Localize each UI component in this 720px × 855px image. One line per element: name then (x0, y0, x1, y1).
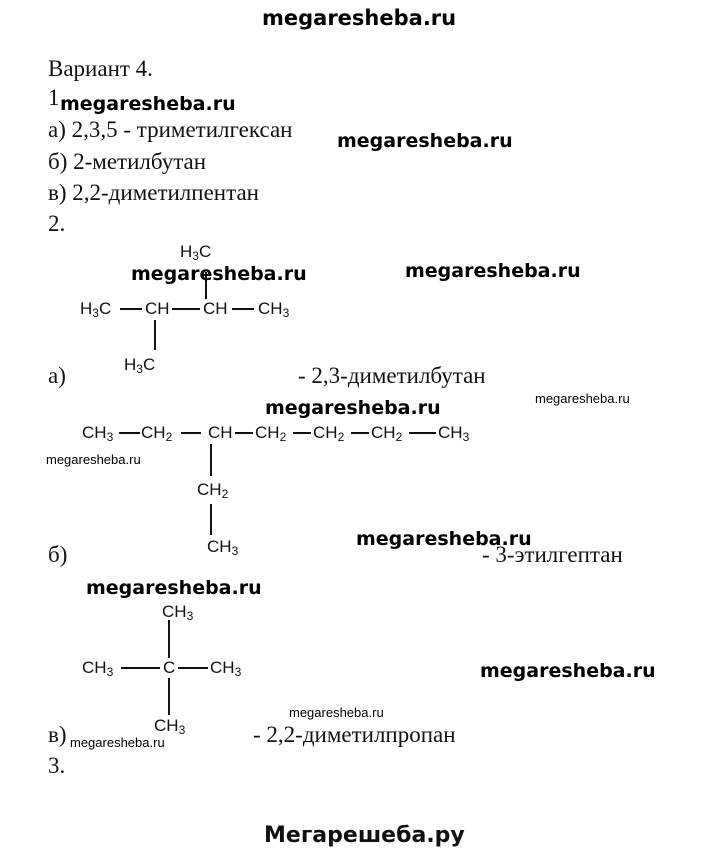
task2-a-letter: а) (48, 363, 66, 388)
methyl-group: CH3 (162, 602, 194, 623)
task1-item-b: б) 2-метилбутан (48, 149, 207, 174)
methyl-group: CH3 (82, 658, 114, 679)
task1-item-a: а) 2,3,5 - триметилгексан (48, 117, 293, 142)
methylene-group: CH2 (255, 423, 287, 444)
watermark: megaresheba.ru (337, 130, 513, 152)
methyl-group: CH3 (207, 537, 239, 558)
watermark: megaresheba.ru (70, 735, 165, 750)
ch-group: CH (208, 423, 233, 442)
methylene-group: CH2 (371, 423, 403, 444)
methylene-group: CH2 (197, 480, 229, 501)
watermark: megaresheba.ru (86, 577, 262, 599)
variant-title: Вариант 4. (48, 56, 153, 81)
task3-number: 3. (48, 753, 66, 778)
methyl-group: CH3 (82, 423, 114, 444)
watermark: megaresheba.ru (356, 528, 532, 550)
methylene-group: CH2 (141, 423, 173, 444)
methyl-group: CH3 (210, 658, 242, 679)
watermark: megaresheba.ru (265, 397, 441, 419)
watermark: megaresheba.ru (535, 391, 630, 406)
watermark: megaresheba.ru (60, 93, 236, 115)
task2-a-name: - 2,3-диметилбутан (298, 363, 486, 388)
methyl-group: H3C (180, 242, 212, 263)
methyl-group: H3C (124, 355, 156, 376)
watermark: megaresheba.ru (405, 260, 581, 282)
methyl-group: CH3 (154, 716, 186, 737)
methyl-group: CH3 (258, 299, 290, 320)
header-site: megaresheba.ru (262, 6, 457, 30)
watermark: megaresheba.ru (46, 452, 141, 467)
task2-c-letter: в) (48, 722, 67, 747)
methyl-group: H3C (80, 299, 112, 320)
task1-number: 1 (48, 85, 60, 110)
watermark: megaresheba.ru (480, 660, 656, 682)
quaternary-carbon: C (163, 658, 176, 677)
footer-site: Мегарешеба.ру (264, 823, 465, 848)
task1-item-c: в) 2,2-диметилпентан (48, 180, 259, 205)
ch-group: CH (145, 299, 170, 318)
methylene-group: CH2 (313, 423, 345, 444)
methyl-group: CH3 (438, 423, 470, 444)
task2-b-letter: б) (48, 542, 68, 567)
task2-c-name: - 2,2-диметилпропан (253, 722, 456, 747)
task2-number: 2. (48, 211, 66, 236)
watermark: megaresheba.ru (131, 263, 307, 285)
watermark: megaresheba.ru (289, 705, 384, 720)
ch-group: CH (203, 299, 228, 318)
task2-b-name: - 3-этилгептан (482, 542, 623, 567)
